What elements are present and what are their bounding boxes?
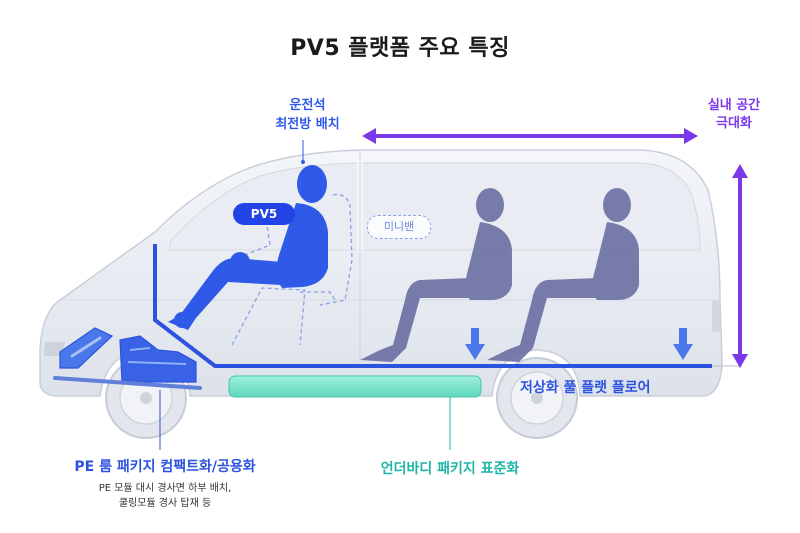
driver-position-label: 운전석 최전방 배치 — [245, 96, 370, 134]
pe-desc-line1: PE 모듈 대시 경사면 하부 배치, — [98, 483, 232, 494]
driver-leader-dot — [301, 160, 305, 164]
driver-label-line2: 최전방 배치 — [275, 117, 340, 132]
page-title: PV5 플랫폼 주요 특징 — [290, 36, 510, 61]
pe-desc-line2: 쿨링모듈 경사 탑재 등 — [118, 498, 212, 509]
pv5-driver — [168, 165, 328, 330]
pe-room-description: PE 모듈 대시 경사면 하부 배치, 쿨링모듈 경사 탑재 등 — [65, 481, 265, 511]
length-arrow — [362, 128, 698, 144]
space-label-line1: 실내 공간 — [707, 98, 761, 113]
pv5-badge: PV5 — [233, 203, 295, 225]
passenger-2 — [360, 188, 512, 362]
height-arrow — [732, 164, 748, 368]
floor-down-arrow-2 — [673, 328, 693, 360]
floor-down-arrow-1 — [465, 328, 485, 360]
rear-wheel — [496, 357, 578, 439]
driver-label-line1: 운전석 — [289, 98, 326, 113]
pe-room-components — [53, 327, 202, 390]
underbody-battery — [228, 375, 482, 398]
space-label-line2: 극대화 — [716, 116, 752, 131]
pe-room-title: PE 룸 패키지 컴팩트화/공용화 — [74, 459, 256, 475]
passenger-3 — [487, 188, 639, 362]
minivan-badge: 미니밴 — [367, 215, 431, 239]
low-floor-line — [153, 244, 740, 368]
underbody-label: 언더바디 패키지 표준화 — [380, 461, 520, 477]
low-floor-label: 저상화 풀 플랫 플로어 — [520, 380, 651, 396]
interior-space-label: 실내 공간 극대화 — [694, 97, 774, 133]
